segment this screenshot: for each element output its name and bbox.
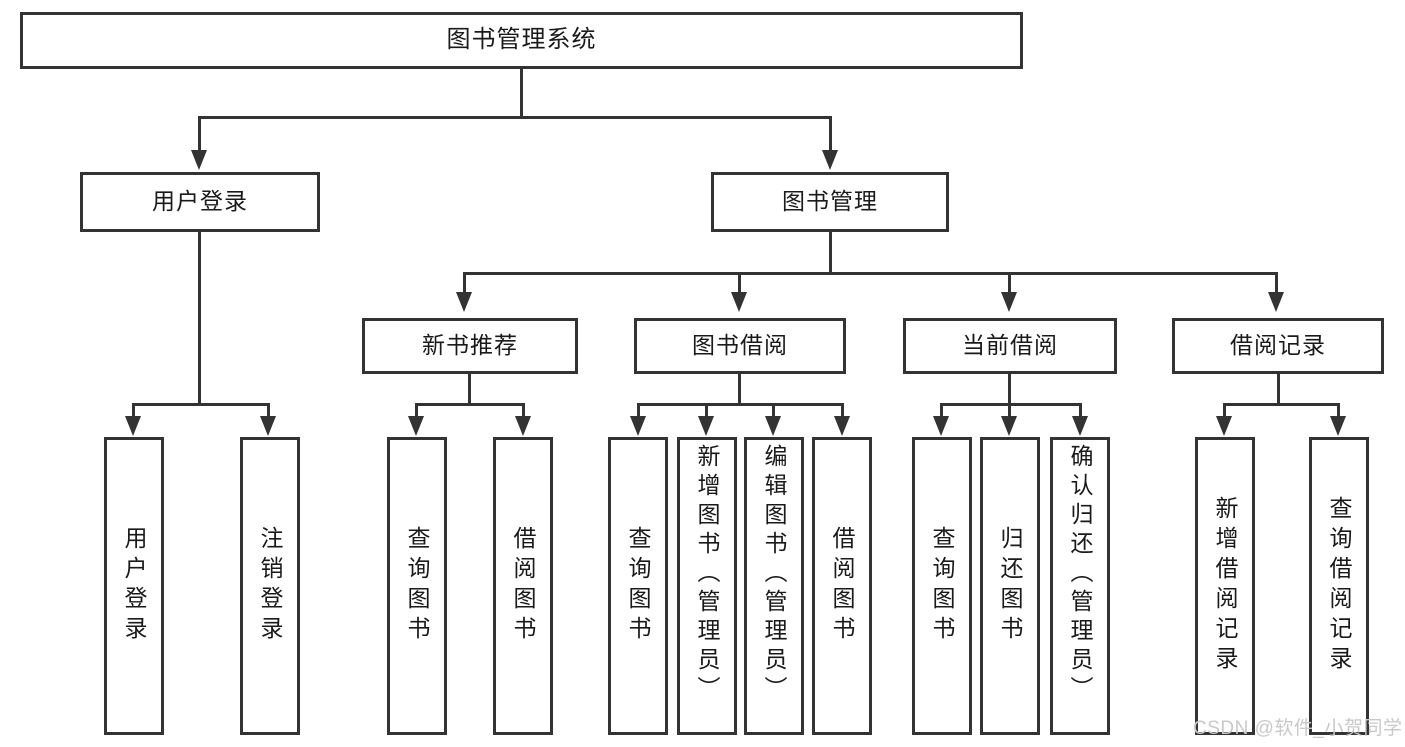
leaf-cb-return-book[interactable]: 归还图书	[980, 437, 1040, 735]
node-new-book-recommend[interactable]: 新书推荐	[362, 318, 578, 374]
connector-drop-leaf-br-1	[1223, 403, 1226, 419]
connector-level2-bus	[198, 116, 832, 119]
leaf-br-add-record[interactable]: 新增借阅记录	[1195, 437, 1255, 735]
leaf-nbr-borrow-book[interactable]: 借阅图书	[493, 437, 553, 735]
connector-drop-leaf-bb-4	[841, 403, 844, 419]
node-label: 查询图书	[929, 526, 955, 646]
node-label: 确认归还（管理员）	[1067, 444, 1093, 705]
arrow-new-book-recommend	[456, 292, 472, 312]
connector-level3-bus	[463, 272, 1278, 275]
connector-current-borrow-bus	[940, 403, 1082, 406]
leaf-bb-borrow-book[interactable]: 借阅图书	[812, 437, 872, 735]
arrow-borrow-record	[1268, 292, 1284, 312]
node-label: 借阅记录	[1230, 332, 1326, 359]
arrow-leaf-bb-4	[834, 416, 850, 436]
node-book-management[interactable]: 图书管理	[711, 172, 949, 232]
leaf-bb-query-book[interactable]: 查询图书	[608, 437, 668, 735]
connector-drop-user-login	[198, 116, 201, 152]
node-label: 当前借阅	[962, 332, 1058, 359]
node-root-book-management-system[interactable]: 图书管理系统	[20, 12, 1023, 69]
node-label: 查询借阅记录	[1326, 496, 1352, 676]
arrow-leaf-br-1	[1216, 416, 1232, 436]
node-label: 新书推荐	[422, 332, 518, 359]
node-label: 借阅图书	[510, 526, 536, 646]
node-user-login[interactable]: 用户登录	[80, 172, 320, 232]
arrow-leaf-br-2	[1330, 416, 1346, 436]
connector-book-borrow-stem	[738, 374, 741, 405]
connector-drop-book-borrow	[738, 272, 741, 294]
arrow-book-borrow	[731, 292, 747, 312]
node-borrow-record[interactable]: 借阅记录	[1172, 318, 1384, 374]
connector-drop-leaf-bb-1	[637, 403, 640, 419]
connector-borrow-record-stem	[1277, 374, 1280, 405]
arrow-leaf-user-login-2	[260, 416, 276, 436]
connector-new-book-recommend-bus	[415, 403, 525, 406]
arrow-leaf-cb-1	[933, 416, 949, 436]
leaf-user-login-logout[interactable]: 注销登录	[240, 437, 300, 735]
arrow-leaf-user-login-1	[125, 416, 141, 436]
node-label: 借阅图书	[829, 526, 855, 646]
connector-drop-leaf-user-login-2	[267, 403, 270, 419]
leaf-bb-add-book-admin[interactable]: 新增图书（管理员）	[677, 437, 737, 735]
node-label: 查询图书	[625, 526, 651, 646]
connector-book-borrow-bus	[637, 403, 844, 406]
connector-drop-leaf-user-login-1	[132, 403, 135, 419]
arrow-leaf-cb-2	[1001, 416, 1017, 436]
connector-drop-leaf-cb-1	[940, 403, 943, 419]
node-current-borrow[interactable]: 当前借阅	[903, 318, 1117, 374]
connector-drop-leaf-cb-3	[1079, 403, 1082, 419]
node-label: 编辑图书（管理员）	[761, 444, 787, 705]
connector-drop-new-book-recommend	[463, 272, 466, 294]
connector-book-management-stem	[829, 232, 832, 274]
connector-user-login-bus	[132, 403, 270, 406]
node-label: 用户登录	[121, 526, 147, 646]
connector-user-login-stem	[198, 232, 201, 405]
leaf-cb-query-book[interactable]: 查询图书	[912, 437, 972, 735]
connector-drop-leaf-nbr-2	[522, 403, 525, 419]
connector-new-book-recommend-stem	[468, 374, 471, 405]
arrow-leaf-bb-1	[630, 416, 646, 436]
node-label: 图书管理系统	[446, 26, 597, 54]
arrow-leaf-nbr-2	[515, 416, 531, 436]
connector-drop-current-borrow	[1008, 272, 1011, 294]
arrow-leaf-bb-2	[698, 416, 714, 436]
arrow-leaf-nbr-1	[408, 416, 424, 436]
leaf-cb-confirm-return-admin[interactable]: 确认归还（管理员）	[1050, 437, 1110, 735]
connector-drop-leaf-bb-2	[705, 403, 708, 419]
connector-borrow-record-bus	[1223, 403, 1340, 406]
connector-drop-leaf-nbr-1	[415, 403, 418, 419]
node-label: 新增借阅记录	[1212, 496, 1238, 676]
arrow-leaf-bb-3	[765, 416, 781, 436]
node-label: 用户登录	[152, 188, 248, 215]
node-book-borrow[interactable]: 图书借阅	[634, 318, 846, 374]
connector-drop-leaf-cb-2	[1008, 403, 1011, 419]
node-label: 图书管理	[782, 188, 878, 215]
node-label: 注销登录	[257, 526, 283, 646]
arrow-book-management	[822, 150, 838, 170]
leaf-br-query-record[interactable]: 查询借阅记录	[1309, 437, 1369, 735]
connector-root-stem	[520, 69, 523, 118]
arrow-current-borrow	[1001, 292, 1017, 312]
connector-drop-book-management	[829, 116, 832, 152]
arrow-user-login	[191, 150, 207, 170]
leaf-user-login-login[interactable]: 用户登录	[104, 437, 164, 735]
leaf-bb-edit-book-admin[interactable]: 编辑图书（管理员）	[744, 437, 804, 735]
connector-drop-borrow-record	[1275, 272, 1278, 294]
connector-current-borrow-stem	[1008, 374, 1011, 405]
node-label: 图书借阅	[692, 332, 788, 359]
connector-drop-leaf-br-2	[1337, 403, 1340, 419]
connector-drop-leaf-bb-3	[772, 403, 775, 419]
arrow-leaf-cb-3	[1072, 416, 1088, 436]
node-label: 新增图书（管理员）	[694, 444, 720, 705]
leaf-nbr-query-book[interactable]: 查询图书	[387, 437, 447, 735]
node-label: 查询图书	[404, 526, 430, 646]
node-label: 归还图书	[997, 526, 1023, 646]
